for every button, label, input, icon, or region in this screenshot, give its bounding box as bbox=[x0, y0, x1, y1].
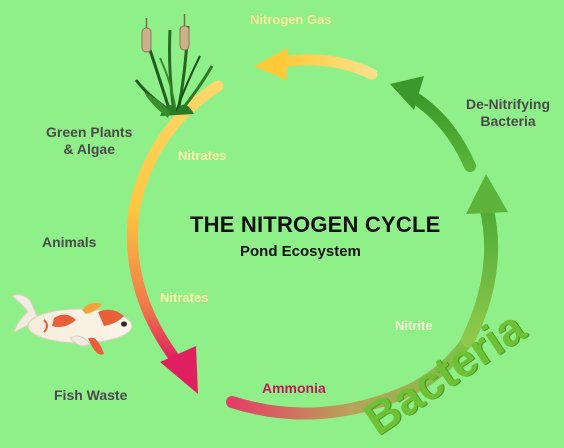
label-green-plants-text: Green Plants & Algae bbox=[46, 124, 132, 158]
koi-fish-icon bbox=[12, 295, 132, 355]
label-nitrite: Nitrite bbox=[395, 318, 433, 333]
diagram-title: THE NITROGEN CYCLE bbox=[190, 212, 441, 238]
label-nitrates-mid: Nitrates bbox=[160, 290, 208, 305]
diagram-subtitle: Pond Ecosystem bbox=[240, 243, 361, 260]
label-fish-waste: Fish Waste bbox=[54, 387, 127, 404]
nitrates-arrow-left bbox=[132, 86, 218, 394]
label-nitrogen-gas: Nitrogen Gas bbox=[250, 12, 332, 27]
label-animals: Animals bbox=[42, 234, 96, 251]
label-denitrifying-text: De-Nitrifying Bacteria bbox=[466, 96, 550, 130]
label-ammonia: Ammonia bbox=[262, 380, 326, 396]
nitrogen-gas-arrow bbox=[254, 48, 372, 80]
label-green-plants: Green Plants & Algae bbox=[46, 124, 132, 158]
label-denitrifying-bacteria: De-Nitrifying Bacteria bbox=[466, 96, 550, 130]
denitrifying-arrow bbox=[390, 76, 470, 166]
label-nitrates-top: Nitrates bbox=[178, 148, 226, 163]
